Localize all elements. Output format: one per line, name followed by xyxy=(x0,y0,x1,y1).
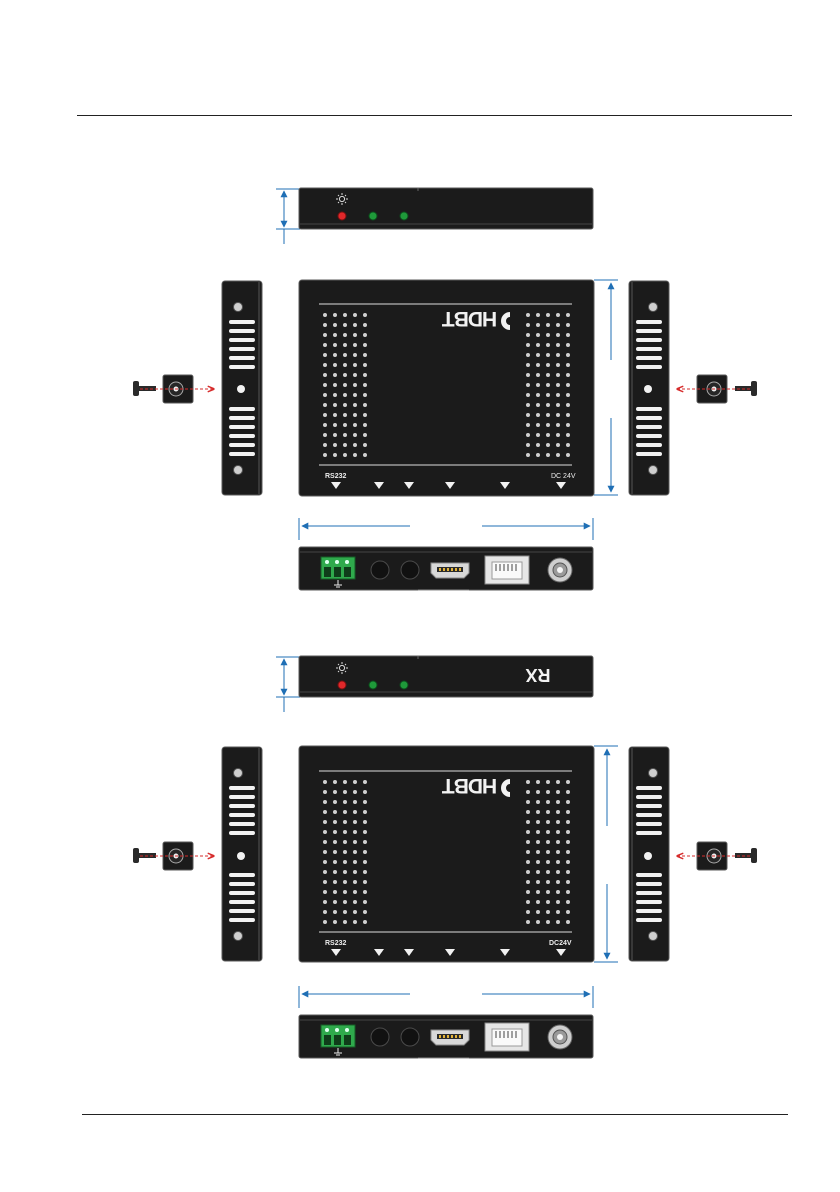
tx-dc24v-label: DC 24V xyxy=(551,473,576,480)
dc-power-port xyxy=(548,558,572,582)
tx-left-screw xyxy=(133,375,214,403)
hdmi-port xyxy=(431,1030,469,1045)
tx-right-screw xyxy=(677,375,757,403)
rx-front-height-dimension xyxy=(276,657,300,712)
ir-port-1 xyxy=(371,561,389,579)
rx-rs232-label: RS232 xyxy=(325,940,347,947)
ir-port-2 xyxy=(401,561,419,579)
rx-right-screw xyxy=(677,842,757,870)
tx-rs232-label: RS232 xyxy=(325,473,347,480)
rx-rear-panel xyxy=(299,1015,593,1058)
rx-left-screw xyxy=(133,842,214,870)
tx-width-dimension xyxy=(299,518,593,540)
rx-right-mounting-ear xyxy=(629,747,669,961)
power-led xyxy=(338,212,346,220)
tx-front-panel xyxy=(299,188,593,229)
tx-hdbt-logo-text: HDBT xyxy=(442,307,497,330)
rx-front-label: RX xyxy=(525,665,550,685)
status-led-2 xyxy=(400,681,408,689)
rx-hdbt-logo-text: HDBT xyxy=(442,774,497,797)
tx-left-mounting-ear xyxy=(222,281,262,495)
rx-hdbt-logo: HDBT xyxy=(442,774,497,797)
rs232-terminal-block xyxy=(321,1025,355,1047)
rx-depth-dimension xyxy=(594,746,618,962)
rx-dc24v-label: DC24V xyxy=(549,940,572,947)
rx-top-view: HDBT RS232 DC24V xyxy=(299,746,594,962)
tx-depth-dimension xyxy=(594,280,618,495)
rs232-terminal-block xyxy=(321,557,355,579)
tx-hdbt-logo: HDBT xyxy=(442,307,497,330)
rj45-port xyxy=(485,1023,529,1051)
power-led xyxy=(338,681,346,689)
hdmi-port xyxy=(431,563,469,578)
rx-width-dimension xyxy=(299,986,593,1008)
dc-power-port xyxy=(548,1025,572,1049)
ir-port-1 xyxy=(371,1028,389,1046)
rj45-port xyxy=(485,556,529,584)
rx-left-mounting-ear xyxy=(222,747,262,961)
tx-front-height-dimension xyxy=(276,189,300,244)
status-led-2 xyxy=(400,212,408,220)
tx-top-view: HDBT RS232 DC 24V xyxy=(299,280,594,496)
status-led-1 xyxy=(369,212,377,220)
tx-rear-panel xyxy=(299,547,593,590)
tx-right-mounting-ear xyxy=(629,281,669,495)
rx-unit: RX xyxy=(133,656,757,1058)
status-led-1 xyxy=(369,681,377,689)
rx-front-panel: RX xyxy=(299,656,593,697)
tx-unit: HDBT RS232 DC 24V xyxy=(133,188,757,590)
ir-port-2 xyxy=(401,1028,419,1046)
